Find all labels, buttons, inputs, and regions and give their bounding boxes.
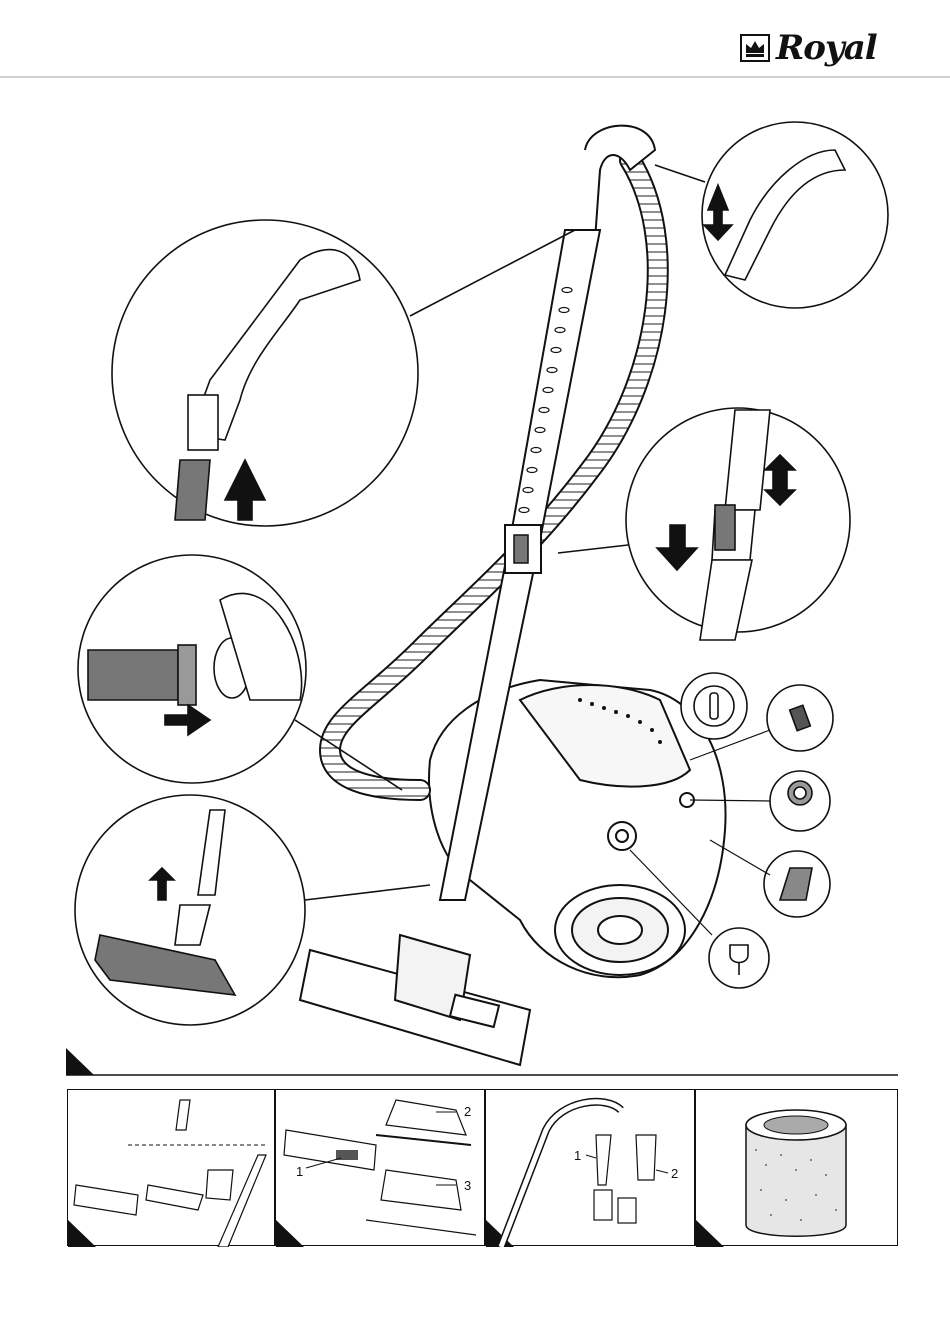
floor-nozzle	[300, 935, 530, 1065]
filter-panel	[695, 1089, 898, 1246]
tool-label-1: 1	[574, 1148, 581, 1163]
detail-circle-handle	[112, 220, 575, 526]
brush-label-3: 3	[464, 1178, 471, 1193]
plug-icon	[709, 928, 769, 988]
small-tools-panel: 1 2	[485, 1089, 695, 1246]
suction-control-icon	[770, 771, 830, 831]
brush-label-2: 2	[464, 1104, 471, 1119]
detail-circle-handle-top	[655, 122, 888, 308]
crevice-tool-icon	[764, 851, 830, 917]
power-button-icon	[681, 673, 747, 739]
floor-brush-panel: 1 2 3	[275, 1089, 485, 1246]
tool-label-2: 2	[671, 1166, 678, 1181]
cord-rewind-icon	[767, 685, 833, 751]
brush-label-1: 1	[296, 1164, 303, 1179]
accessories-panel	[67, 1089, 275, 1246]
detail-circle-hose-connect	[78, 555, 402, 790]
